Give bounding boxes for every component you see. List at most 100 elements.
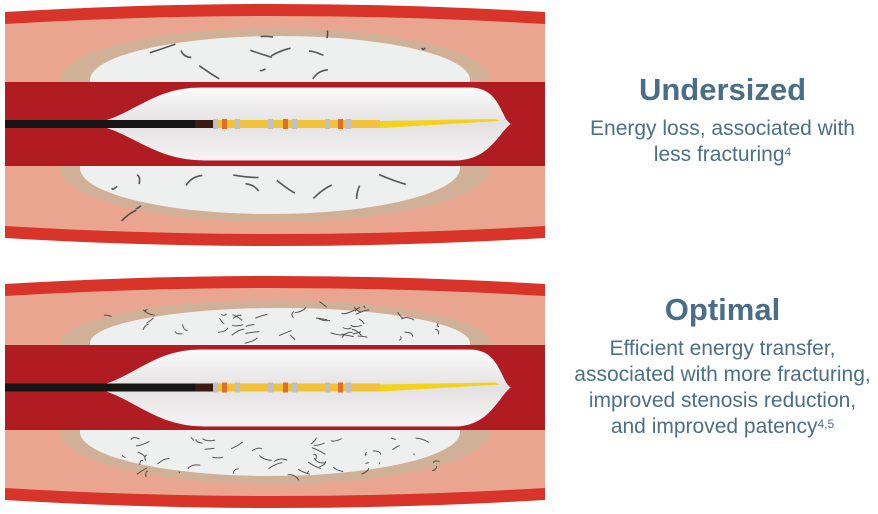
plaque-fracture — [404, 331, 414, 337]
plaque-fracture — [245, 331, 260, 335]
panel-title: Undersized — [638, 72, 807, 107]
plaque-fracture — [341, 333, 354, 338]
catheter-shaft — [5, 120, 195, 128]
plaque-fracture — [260, 35, 274, 38]
plaque-fracture — [145, 470, 148, 478]
panel-title: Optimal — [664, 292, 781, 327]
panel-optimal: Optimal Efficient energy transfer, assoc… — [570, 292, 875, 440]
plaque-fracture — [276, 179, 296, 194]
plaque-fracture — [174, 331, 183, 335]
plaque-fracture — [330, 332, 343, 336]
plaque-fracture — [135, 440, 150, 447]
plaque-fracture — [287, 474, 300, 481]
plaque-fracture — [270, 47, 291, 57]
plaque-fracture — [182, 324, 188, 332]
plaque-fracture — [316, 317, 328, 321]
plaque-fracture — [398, 336, 402, 341]
plaque-fracture — [139, 459, 144, 465]
plaque-fracture — [149, 43, 176, 54]
plaque-fracture — [251, 447, 263, 452]
emitter-band — [283, 119, 288, 129]
plaque-fracture — [341, 331, 353, 338]
plaque-fracture — [307, 470, 310, 474]
emitter-band — [338, 119, 343, 129]
catheter-tip — [380, 119, 500, 128]
plaque-fracture — [289, 334, 296, 340]
plaque-fracture — [142, 323, 149, 331]
plaque-fracture — [144, 309, 148, 313]
vessel-illustration-optimal — [5, 276, 545, 508]
plaque-fracture — [232, 314, 243, 321]
panel-description: Efficient energy transfer, associated wi… — [574, 337, 871, 438]
plaque-fracture — [250, 49, 273, 59]
plaque-fracture — [341, 309, 355, 315]
plaque-fracture — [178, 471, 181, 474]
plaque-fracture — [311, 447, 326, 455]
plaque-fracture — [355, 185, 361, 200]
plaque-fracture — [354, 307, 361, 312]
plaque-fracture — [436, 322, 440, 327]
emitter-band — [325, 119, 330, 129]
plaque-fracture — [319, 461, 327, 468]
plaque-fracture — [392, 445, 400, 451]
emitter-band — [235, 382, 240, 393]
emitter-band — [292, 119, 297, 129]
panel-undersized: Undersized Energy loss, associated with … — [570, 72, 875, 168]
plaque-fracture — [121, 209, 137, 222]
plaque-fracture — [244, 337, 258, 344]
catheter-emitter-section — [215, 120, 380, 128]
vessel-illustration-undersized — [5, 4, 545, 246]
reference-superscript: 4 — [784, 145, 792, 159]
plaque-fracture — [313, 457, 325, 464]
catheter-shaft — [5, 383, 195, 392]
catheter-tip — [380, 382, 500, 392]
plaque-fracture — [136, 467, 148, 475]
plaque-fracture — [103, 314, 112, 318]
plaque-fracture — [268, 462, 283, 470]
plaque-fracture — [142, 309, 155, 316]
emitter-band — [222, 119, 227, 129]
plaque-fracture — [357, 335, 368, 338]
plaque-fracture — [361, 468, 370, 475]
plaque-fracture — [355, 309, 370, 315]
plaque-fracture — [233, 468, 239, 474]
plaque-fracture — [135, 205, 142, 210]
plaque-fracture — [180, 50, 192, 59]
plaque-fracture — [351, 328, 362, 336]
plaque-fracture — [218, 317, 225, 325]
plaque-fracture — [231, 328, 245, 336]
plaque-fracture — [157, 458, 170, 465]
plaque-fracture — [317, 317, 331, 322]
plaque-fracture — [372, 450, 382, 455]
plaque-fracture — [312, 184, 333, 200]
plaque-fracture — [259, 68, 266, 72]
plaque-fracture — [230, 441, 244, 450]
plaque-fracture — [326, 29, 329, 39]
plaque-fracture — [231, 324, 244, 327]
emitter-band — [213, 119, 218, 129]
plaque-fracture — [350, 324, 362, 328]
plaque-fracture — [319, 301, 328, 308]
plaque-fracture — [273, 458, 288, 462]
plaque-fracture — [130, 437, 140, 441]
plaque-fracture — [352, 331, 362, 335]
plaque-fracture — [401, 317, 415, 321]
plaque-fracture — [421, 47, 426, 51]
plaque-fracture — [358, 318, 365, 325]
emitter-band — [268, 382, 273, 393]
plaque-fracture — [145, 317, 154, 324]
plaque-fracture — [144, 454, 148, 462]
plaque-fracture — [330, 438, 342, 442]
plaque-fracture — [353, 306, 361, 313]
plaque-fracture — [291, 311, 295, 318]
plaque-fracture — [363, 305, 366, 309]
emitter-band — [222, 382, 227, 393]
plaque-fracture — [233, 174, 259, 179]
reference-superscript: 4,5 — [817, 417, 835, 431]
panel-description: Energy loss, associated with less fractu… — [590, 117, 855, 166]
emitter-band — [325, 382, 330, 393]
catheter-emitter-section — [215, 383, 380, 392]
emitter-band — [283, 382, 288, 393]
plaque-fracture — [185, 174, 203, 186]
emitter-band — [213, 382, 218, 393]
